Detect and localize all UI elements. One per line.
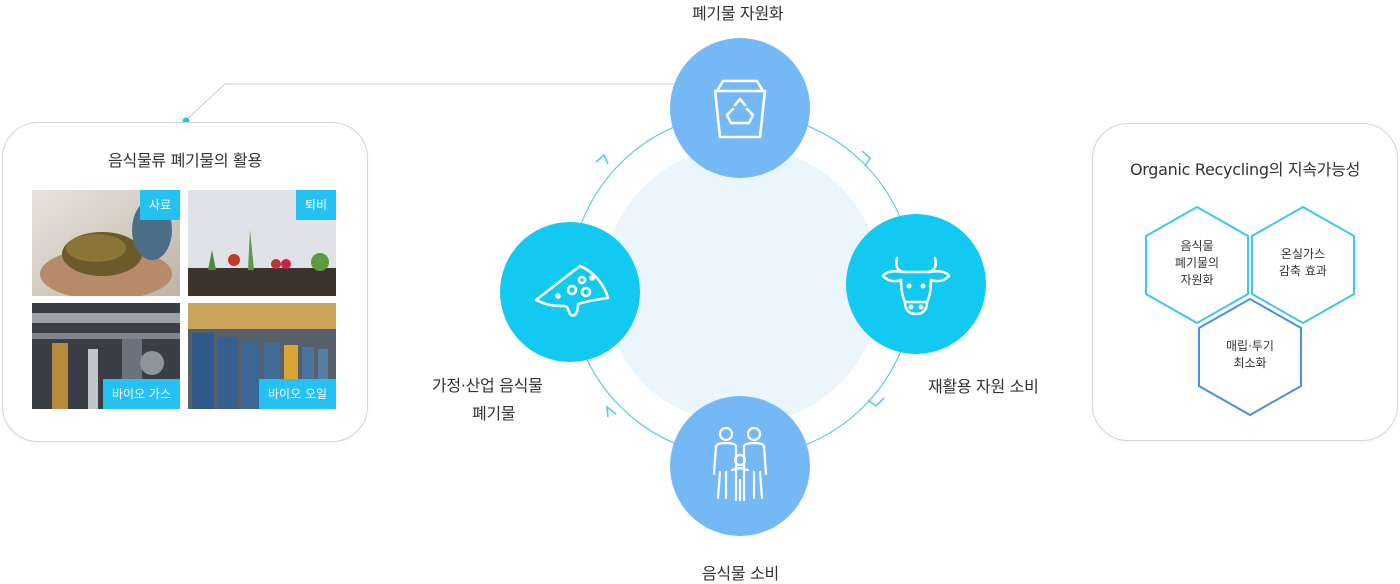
feed-tile: 사료 (32, 190, 180, 296)
hex1-line1: 음식물 (1180, 239, 1214, 253)
food-waste-usage-panel: 음식물류 폐기물의 활용 사료 퇴비 (2, 122, 368, 442)
node-cow (846, 214, 986, 354)
hexagon-landfill: 매립·투기 최소화 (1198, 297, 1302, 417)
label-left-2: 폐기물 (472, 404, 516, 423)
label-right: 재활용 자원 소비 (928, 377, 1039, 396)
label-top: 폐기물 자원화 (692, 4, 784, 23)
label-bottom: 음식물 소비 (702, 564, 779, 583)
compost-tile: 퇴비 (188, 190, 336, 296)
biooil-tag: 바이오 오일 (258, 379, 336, 409)
sustainability-panel: Organic Recycling의 지속가능성 음식물 폐기물의 자원화 온실… (1092, 123, 1398, 441)
node-family (670, 396, 810, 536)
panel-title: Organic Recycling의 지속가능성 (1129, 160, 1361, 179)
biooil-tile: 바이오 오일 (188, 303, 336, 409)
hex3-line2: 최소화 (1233, 356, 1267, 370)
connector-line (185, 83, 674, 121)
hex2-line2: 감축 효과 (1279, 264, 1327, 278)
hex1-line3: 자원화 (1180, 273, 1214, 287)
hex2-line1: 온실가스 (1280, 247, 1326, 261)
node-recycle (670, 38, 810, 178)
arrow-icon (595, 150, 885, 418)
hex1-line2: 폐기물의 (1174, 256, 1220, 270)
hex3-line1: 매립·투기 (1226, 339, 1274, 353)
recycle-bin-icon (713, 79, 767, 139)
compost-tag: 퇴비 (295, 190, 336, 220)
feed-tag: 사료 (139, 190, 180, 220)
hexagon-ghg: 온실가스 감축 효과 (1251, 205, 1355, 325)
hexagon-resource: 음식물 폐기물의 자원화 (1145, 205, 1249, 325)
cow-icon (881, 256, 951, 316)
node-pizza (500, 222, 640, 362)
family-icon (712, 426, 768, 502)
pizza-icon (534, 264, 610, 317)
biogas-tag: 바이오 가스 (102, 379, 180, 409)
label-left-1: 가정·산업 음식물 (432, 376, 543, 395)
biogas-tile: 바이오 가스 (32, 303, 180, 409)
panel-title: 음식물류 폐기물의 활용 (108, 151, 262, 170)
inner-circle (603, 146, 881, 424)
